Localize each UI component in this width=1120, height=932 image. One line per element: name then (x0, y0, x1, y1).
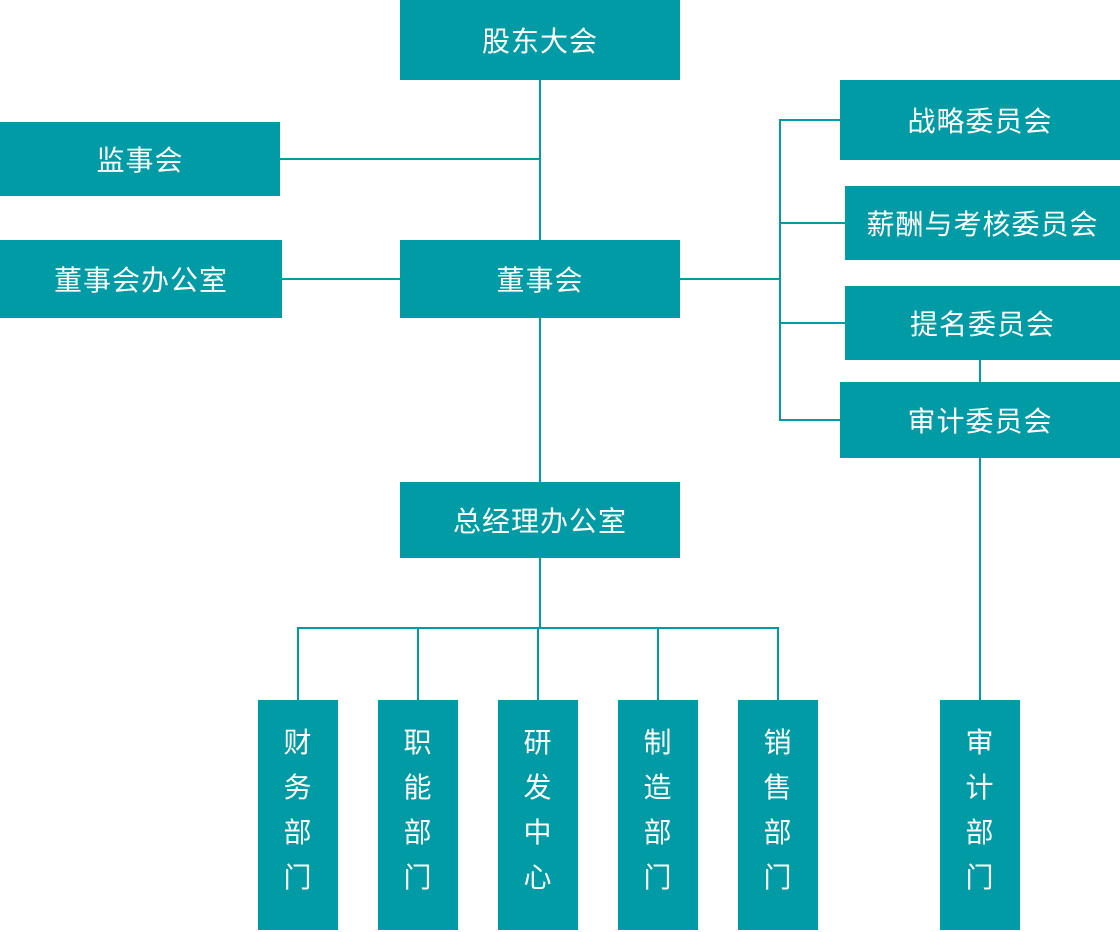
node-finance-dept-label: 财务部门 (283, 727, 313, 893)
connector-drop-functional (417, 627, 419, 700)
connector-stub-nomination (780, 322, 845, 324)
connector-board-committee-spine (680, 278, 780, 280)
connector-board-gmoffice (539, 318, 541, 482)
node-board: 董事会 (400, 240, 680, 318)
connector-drop-sales (777, 627, 779, 700)
connector-drop-finance (297, 627, 299, 700)
node-nomination-committee: 提名委员会 (845, 286, 1120, 360)
node-shareholders: 股东大会 (400, 0, 680, 80)
node-audit-dept: 审计部门 (940, 700, 1020, 930)
node-sales-dept-label: 销售部门 (763, 727, 793, 893)
node-board-office: 董事会办公室 (0, 240, 282, 318)
connector-auditcomm-auditdept (979, 458, 981, 700)
connector-supervisory-spine (280, 158, 540, 160)
connector-gmoffice-down (539, 558, 541, 628)
connector-drop-rd (537, 627, 539, 700)
node-gm-office: 总经理办公室 (400, 482, 680, 558)
node-audit-dept-label: 审计部门 (965, 727, 995, 893)
node-strategy-committee: 战略委员会 (840, 80, 1120, 160)
node-rd-center: 研发中心 (498, 700, 578, 930)
node-manufacturing-dept: 制造部门 (618, 700, 698, 930)
node-sales-dept: 销售部门 (738, 700, 818, 930)
node-functional-dept-label: 职能部门 (403, 727, 433, 893)
node-manufacturing-dept-label: 制造部门 (643, 727, 673, 893)
connector-stub-remuneration (780, 222, 845, 224)
node-supervisory-board: 监事会 (0, 122, 280, 196)
connector-stub-strategy (780, 119, 840, 121)
connector-stub-audit-committee (780, 419, 840, 421)
connector-committee-spine (779, 119, 781, 421)
node-remuneration-committee: 薪酬与考核委员会 (845, 186, 1120, 260)
node-audit-committee: 审计委员会 (840, 382, 1120, 458)
connector-boardoffice-board (282, 278, 400, 280)
connector-shareholders-board (539, 80, 541, 240)
node-finance-dept: 财务部门 (258, 700, 338, 930)
node-rd-center-label: 研发中心 (523, 727, 553, 893)
connector-nomination-auditcomm (979, 360, 981, 382)
node-functional-dept: 职能部门 (378, 700, 458, 930)
connector-drop-manufacturing (657, 627, 659, 700)
